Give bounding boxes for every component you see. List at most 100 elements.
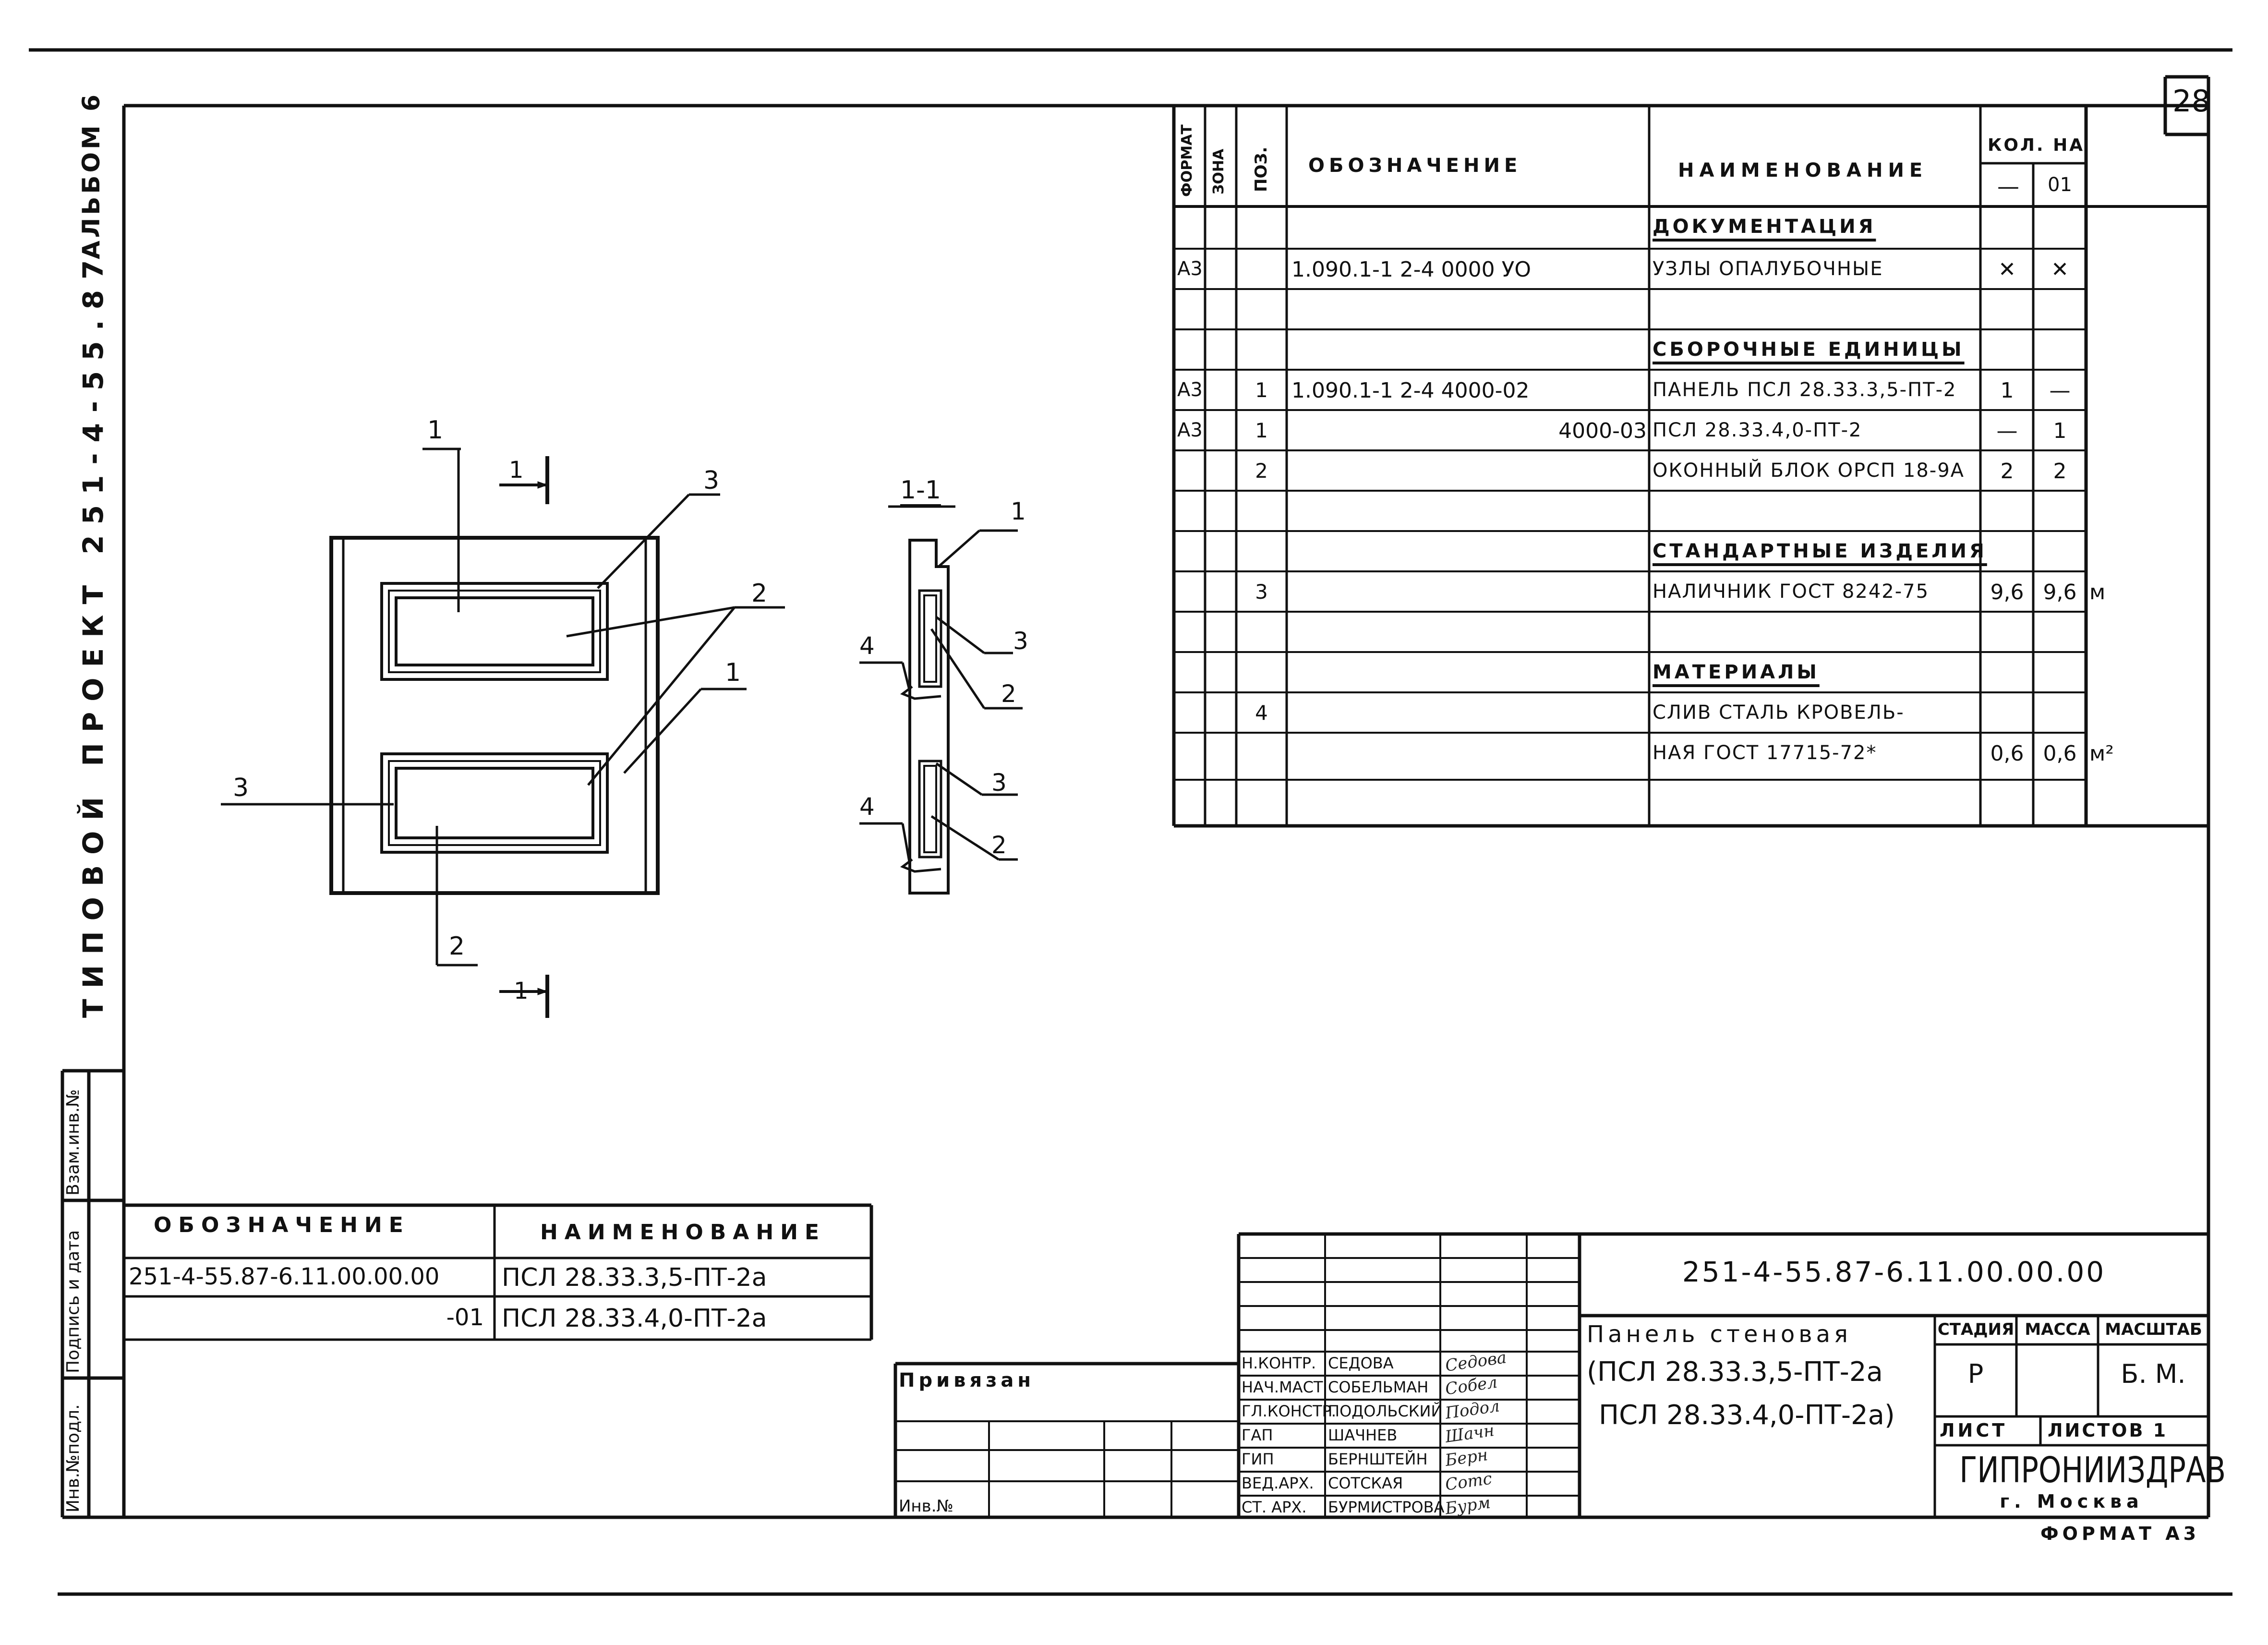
callout-1: 1	[725, 658, 741, 687]
variants-row-name: ПСЛ 28.33.3,5-ПТ-2а	[502, 1263, 767, 1292]
spec-cell-name: ПАНЕЛЬ ПСЛ 28.33.3,5-ПТ-2	[1653, 379, 1957, 401]
masshtab-value: Б. М.	[2121, 1359, 2186, 1389]
stamp-inv-podl: Инв.№подл.	[63, 1404, 83, 1512]
spec-cell-pos: 3	[1255, 580, 1268, 604]
spec-cell-designation: 1.090.1-1 2-4 4000-02	[1291, 378, 1530, 403]
variants-header-designation: ОБОЗНАЧЕНИЕ	[154, 1213, 410, 1237]
variants-header-name: НАИМЕНОВАНИЕ	[540, 1220, 826, 1245]
signer-role: ВЕД.АРХ.	[1242, 1474, 1314, 1492]
spec-cell-name: СТАНДАРТНЫЕ ИЗДЕЛИЯ	[1653, 540, 1987, 562]
variants-row-designation: 251-4-55.87-6.11.00.00.00	[129, 1263, 440, 1290]
spec-cell-name: СБОРОЧНЫЕ ЕДИНИЦЫ	[1653, 339, 1965, 361]
spec-cell-format: А3	[1177, 379, 1203, 401]
spec-cell-q1: ✕	[1998, 257, 2016, 282]
section-callout-3: 3	[991, 769, 1007, 797]
album-label: АЛЬБОМ 6	[77, 92, 105, 259]
organization: ГИПРОНИИЗДРАВ	[1959, 1450, 2226, 1491]
signer-role: ГАП	[1242, 1426, 1273, 1444]
callout-3: 3	[233, 774, 249, 802]
spec-cell-pos: 1	[1255, 378, 1268, 402]
spec-cell-pos: 4	[1255, 701, 1268, 725]
section-callout-2: 2	[991, 831, 1007, 859]
stamp-podpis-data: Подпись и дата	[63, 1230, 83, 1373]
spec-cell-format: А3	[1177, 419, 1203, 441]
section-callout-4: 4	[859, 632, 875, 660]
organization-city: г. Москва	[2000, 1491, 2144, 1512]
stadia-value: Р	[1967, 1359, 1984, 1389]
spec-cell-q1: 9,6	[1990, 580, 2024, 605]
spec-cell-name: НАЯ ГОСТ 17715-72*	[1653, 742, 1877, 764]
title-line-3: ПСЛ 28.33.4,0-ПТ-2а)	[1599, 1400, 1895, 1431]
stadia-header: СТАДИЯ	[1937, 1320, 2015, 1339]
spec-cell-q2: ✕	[2051, 257, 2069, 282]
spec-cell-pos: 2	[1255, 459, 1268, 483]
callout-2: 2	[751, 579, 768, 608]
panel-elevation	[221, 448, 785, 1018]
spec-cell-name: ОКОННЫЙ БЛОК ОРСП 18-9А	[1653, 460, 1965, 482]
variants-row-name: ПСЛ 28.33.4,0-ПТ-2а	[502, 1304, 767, 1333]
spec-cell-note: м	[2089, 580, 2106, 605]
spec-cell-name: УЗЛЫ ОПАЛУБОЧНЫЕ	[1653, 258, 1883, 280]
spec-header-zone: ЗОНА	[1210, 148, 1227, 194]
signer-name: ШАЧНЕВ	[1328, 1426, 1398, 1444]
section-callout-3: 3	[1013, 627, 1028, 655]
spec-cell-q2: 2	[2053, 459, 2067, 484]
signer-role: Н.КОНТР.	[1242, 1354, 1316, 1372]
spec-cell-q2: 0,6	[2043, 741, 2077, 766]
list-header: ЛИСТ	[1940, 1420, 2008, 1441]
spec-cell-note: м²	[2089, 741, 2114, 766]
section-callout-1: 1	[1011, 497, 1026, 525]
spec-header-qty: КОЛ. НА	[1988, 135, 2085, 155]
signer-name: БУРМИСТРОВА	[1328, 1498, 1445, 1516]
signer-role: ГИП	[1242, 1450, 1274, 1468]
spec-cell-format: А3	[1177, 258, 1203, 280]
sheet-number: 28	[2172, 84, 2210, 119]
spec-cell-q1: —	[1996, 419, 2018, 443]
spec-cell-q1: 1	[2000, 378, 2014, 403]
signer-role: ГЛ.КОНСТР.	[1242, 1402, 1337, 1420]
spec-header-qty-01: 01	[2048, 174, 2072, 196]
spec-cell-name: НАЛИЧНИК ГОСТ 8242-75	[1653, 581, 1930, 603]
cut-mark-bottom: 1	[514, 978, 529, 1004]
signer-name: БЕРНШТЕЙН	[1328, 1450, 1428, 1468]
section-callout-2: 2	[1001, 680, 1016, 708]
section-label: 1-1	[900, 476, 941, 505]
spec-cell-pos: 1	[1255, 419, 1268, 442]
spec-cell-name: МАТЕРИАЛЫ	[1653, 661, 1820, 683]
format-label: ФОРМАТ А3	[2040, 1523, 2200, 1544]
stamp-vzam-inv: Взам.инв.№	[63, 1089, 83, 1196]
privyazan-inv: Инв.№	[899, 1497, 953, 1516]
callout-1: 1	[427, 416, 444, 445]
spec-cell-q1: 2	[2000, 459, 2014, 484]
listov-header: ЛИСТОВ 1	[2048, 1420, 2168, 1441]
signer-name: ПОДОЛЬСКИЙ	[1328, 1402, 1443, 1420]
spec-cell-q2: —	[2049, 378, 2071, 403]
massa-header: МАССА	[2025, 1320, 2090, 1339]
spec-header-format: ФОРМАТ	[1179, 124, 1195, 197]
project-label: ТИПОВОЙ ПРОЕКТ 251-4-55.87	[77, 249, 109, 1018]
section-callout-4: 4	[859, 793, 875, 821]
variants-row-designation: -01	[446, 1304, 484, 1331]
callout-3: 3	[703, 466, 720, 495]
section-1-1	[859, 505, 1023, 895]
signer-role: СТ. АРХ.	[1242, 1498, 1307, 1516]
spec-cell-name: СЛИВ СТАЛЬ КРОВЕЛЬ-	[1653, 702, 1905, 724]
spec-cell-name: ПСЛ 28.33.4,0-ПТ-2	[1653, 419, 1862, 441]
spec-cell-q1: 0,6	[1990, 741, 2024, 766]
spec-header-name: НАИМЕНОВАНИЕ	[1678, 159, 1928, 181]
title-line-1: Панель стеновая	[1587, 1321, 1852, 1348]
spec-cell-designation: 1.090.1-1 2-4 0000 УО	[1291, 257, 1532, 282]
cut-mark-top: 1	[509, 457, 524, 484]
signer-name: СЕДОВА	[1328, 1354, 1394, 1372]
drawing-code: 251-4-55.87-6.11.00.00.00	[1682, 1256, 2106, 1288]
spec-cell-designation: 4000-03	[1558, 419, 1647, 443]
privyazan-label: Привязан	[899, 1369, 1035, 1391]
signer-name: СОТСКАЯ	[1328, 1474, 1403, 1492]
callout-2: 2	[449, 932, 465, 961]
spec-cell-name: ДОКУМЕНТАЦИЯ	[1653, 216, 1876, 238]
spec-cell-q2: 9,6	[2043, 580, 2077, 605]
signer-name: СОБЕЛЬМАН	[1328, 1378, 1429, 1396]
spec-cell-q2: 1	[2053, 419, 2067, 443]
spec-header-pos: ПОЗ.	[1252, 146, 1271, 192]
